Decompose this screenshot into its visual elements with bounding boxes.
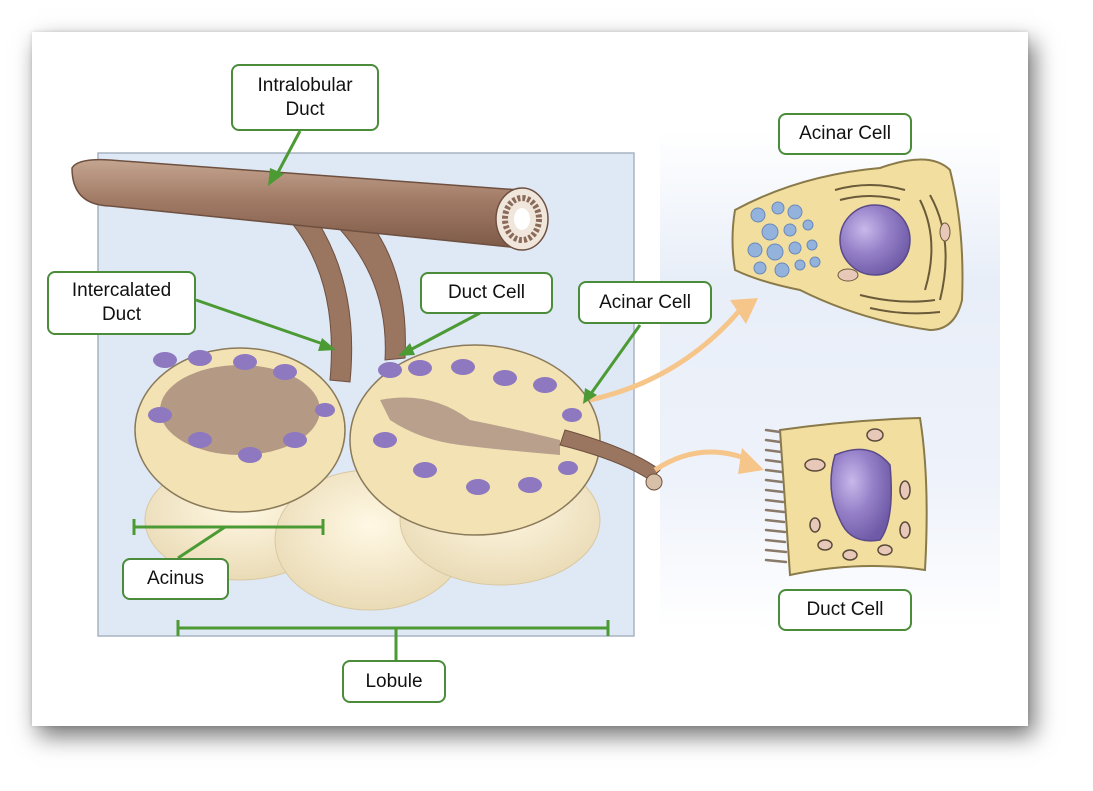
intercalated-duct (278, 204, 663, 491)
label-acinar-cell-pointer: Acinar Cell (578, 281, 712, 324)
pointer-arrows (195, 130, 642, 404)
duct-callout-arrowhead (738, 448, 764, 474)
lobule-bracket (176, 620, 610, 660)
acinus-left (134, 347, 346, 513)
label-intercalated-duct: Intercalated Duct (47, 271, 196, 335)
acinus-right (349, 344, 601, 536)
intralobular-duct (71, 158, 549, 251)
callout-arrows (589, 298, 764, 474)
microvilli (764, 428, 788, 564)
acinus-bracket (132, 519, 325, 560)
label-duct-cell-detail: Duct Cell (778, 589, 912, 631)
acinar-cell-pointer (588, 324, 642, 396)
acinar-callout-arrowhead (730, 298, 758, 324)
duct-cell-illustration (764, 416, 928, 577)
label-lobule: Lobule (342, 660, 446, 703)
intralobular-pointer (273, 130, 302, 179)
acinar-callout-arrow (589, 308, 742, 403)
label-intralobular-duct: Intralobular Duct (231, 64, 379, 131)
label-acinus: Acinus (122, 558, 229, 600)
label-duct-cell-pointer: Duct Cell (420, 272, 553, 314)
duct-cell-pointer (409, 311, 481, 352)
acinar-cell-illustration (731, 158, 964, 332)
label-acinar-cell-detail: Acinar Cell (778, 113, 912, 155)
intercalated-pointer (195, 298, 327, 347)
duct-callout-arrow (653, 449, 751, 473)
